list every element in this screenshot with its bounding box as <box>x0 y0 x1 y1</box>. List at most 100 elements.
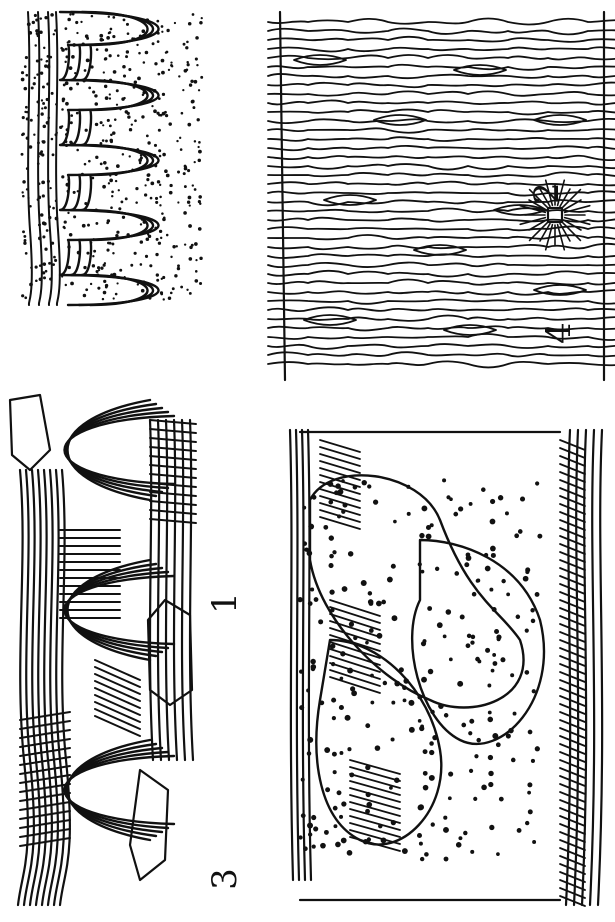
stipple-dot <box>444 857 449 862</box>
stipple-dot <box>435 567 439 571</box>
stipple-dot <box>140 263 143 266</box>
stipple-dot <box>109 79 112 82</box>
stipple-dot <box>403 698 407 702</box>
stipple-dot <box>160 237 162 239</box>
stipple-dot <box>43 125 47 129</box>
ink-stroke <box>560 872 585 882</box>
ink-stroke <box>560 632 585 642</box>
stipple-dot <box>74 72 76 74</box>
stipple-dot <box>180 286 183 289</box>
stipple-dot <box>476 579 480 583</box>
stipple-dot <box>102 185 106 189</box>
ink-stroke <box>590 430 594 905</box>
stipple-dot <box>443 634 447 638</box>
ink-stroke <box>302 430 305 880</box>
stipple-dot <box>528 809 533 814</box>
stipple-dot <box>399 667 404 672</box>
stipple-dot <box>162 112 166 116</box>
stipple-dot <box>409 727 415 733</box>
stipple-dot <box>421 506 427 512</box>
stipple-dot <box>105 286 108 289</box>
ink-stroke <box>82 12 148 305</box>
stipple-dot <box>108 32 110 34</box>
stipple-dot <box>341 479 345 483</box>
stipple-dot <box>124 276 126 278</box>
stipple-dot <box>113 297 115 299</box>
stipple-dot <box>83 266 86 269</box>
stipple-dot <box>168 122 171 125</box>
ink-stroke <box>560 624 585 634</box>
stipple-dot <box>188 196 192 200</box>
stipple-dot <box>134 252 137 255</box>
ink-stroke <box>560 688 585 698</box>
ink-stroke <box>560 768 585 778</box>
ink-stroke <box>560 616 585 626</box>
stipple-dot <box>41 107 43 109</box>
ink-stroke <box>268 146 615 150</box>
stipple-dot <box>104 57 107 60</box>
ink-stroke <box>560 664 585 674</box>
stipple-dot <box>143 220 147 224</box>
stipple-dot <box>86 58 90 62</box>
stipple-dot <box>41 140 43 142</box>
stipple-dot <box>201 17 203 19</box>
stipple-dot <box>169 191 173 195</box>
ink-stroke <box>268 361 615 367</box>
stipple-dot <box>391 737 395 741</box>
stipple-dot <box>311 815 316 820</box>
stipple-dot <box>514 533 519 538</box>
stipple-dot <box>44 106 47 109</box>
stipple-dot <box>419 842 423 846</box>
stipple-dot <box>109 174 111 176</box>
stipple-dot <box>42 221 46 225</box>
stipple-dot <box>25 106 28 109</box>
ink-stroke <box>268 263 615 268</box>
stipple-dot <box>194 242 198 246</box>
stipple-dot <box>35 266 38 269</box>
stipple-dot <box>41 153 44 156</box>
stipple-dot <box>186 289 188 291</box>
ink-stroke <box>560 728 585 738</box>
stipple-dot <box>103 291 107 295</box>
stipple-dot <box>165 114 168 117</box>
stipple-dot <box>345 715 351 721</box>
stipple-dot <box>168 69 170 71</box>
stipple-dot <box>437 622 443 628</box>
stipple-dot <box>66 183 70 187</box>
stipple-dot <box>92 90 95 93</box>
stipple-dot <box>49 56 52 59</box>
stipple-dot <box>310 588 314 592</box>
stipple-dot <box>446 495 450 499</box>
stipple-dot <box>159 155 162 158</box>
stipple-dot <box>84 163 87 166</box>
ink-stroke <box>350 795 400 809</box>
stipple-dot <box>421 677 427 683</box>
stipple-dot <box>36 59 39 62</box>
stipple-dot <box>68 266 71 269</box>
stipple-dot <box>157 180 160 183</box>
stipple-dot <box>424 852 429 857</box>
stipple-dot <box>523 576 529 582</box>
stipple-dot <box>325 787 330 792</box>
stipple-dot <box>95 222 98 225</box>
stipple-dot <box>47 65 50 68</box>
ink-stroke <box>268 137 615 141</box>
stipple-dot <box>367 484 371 488</box>
stipple-dot <box>339 705 344 710</box>
stipple-dot <box>70 121 73 124</box>
stipple-dot <box>114 118 117 121</box>
stipple-dot <box>65 55 68 58</box>
stipple-dot <box>457 681 463 687</box>
stipple-dot <box>333 770 337 774</box>
stipple-dot <box>153 109 157 113</box>
stipple-dot <box>506 592 510 596</box>
stipple-dot <box>489 588 493 592</box>
stipple-dot <box>138 158 142 162</box>
stipple-dot <box>148 297 151 300</box>
stipple-dot <box>90 283 92 285</box>
stipple-dot <box>195 279 199 283</box>
stipple-dot <box>50 187 52 189</box>
stipple-dot <box>419 533 424 538</box>
stipple-dot <box>100 121 103 124</box>
ink-stroke <box>560 568 585 578</box>
